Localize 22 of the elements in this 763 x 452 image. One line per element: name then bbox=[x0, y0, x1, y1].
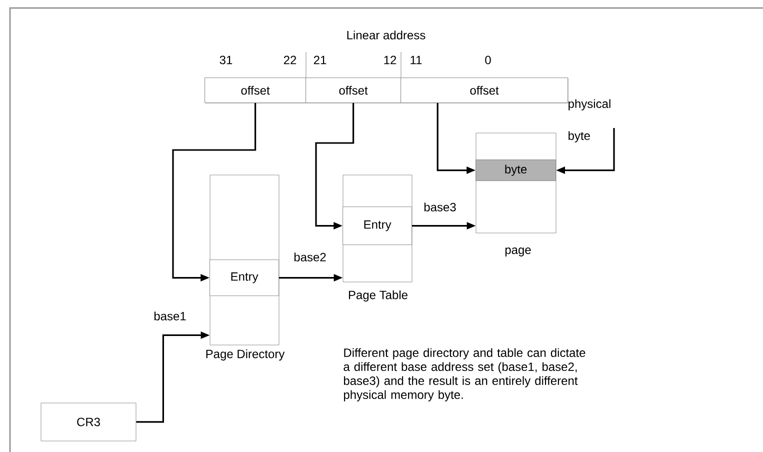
register-box: CR3 bbox=[40, 402, 136, 442]
node-text: physical byte bbox=[568, 99, 610, 142]
bit-number: 12 bbox=[384, 56, 396, 64]
bit-number: 21 bbox=[314, 56, 326, 64]
edge-label: base2 bbox=[292, 252, 328, 262]
bit-number: 22 bbox=[284, 56, 296, 64]
node-label: Page Directory bbox=[206, 349, 285, 361]
title: Linear address bbox=[347, 30, 426, 40]
node-label: page bbox=[505, 248, 531, 256]
note-text: Different page directory and table can dictate a different base address set (base1, base2, base3) and the result is an entirely different physical memory byte. bbox=[344, 348, 586, 402]
node-label: Page Table bbox=[348, 290, 408, 302]
entry-row: Entry bbox=[210, 260, 279, 296]
offset-field: offset bbox=[400, 78, 568, 103]
entry-row: Entry bbox=[342, 206, 412, 245]
offset-field: offset bbox=[306, 78, 401, 103]
bit-number: 31 bbox=[220, 56, 232, 64]
edge-label: base3 bbox=[422, 202, 458, 212]
bit-number: 0 bbox=[485, 56, 491, 64]
offset-field: offset bbox=[204, 78, 306, 103]
edge-label: base1 bbox=[152, 310, 188, 322]
byte-row: byte bbox=[476, 160, 556, 181]
bit-number: 11 bbox=[410, 56, 422, 64]
